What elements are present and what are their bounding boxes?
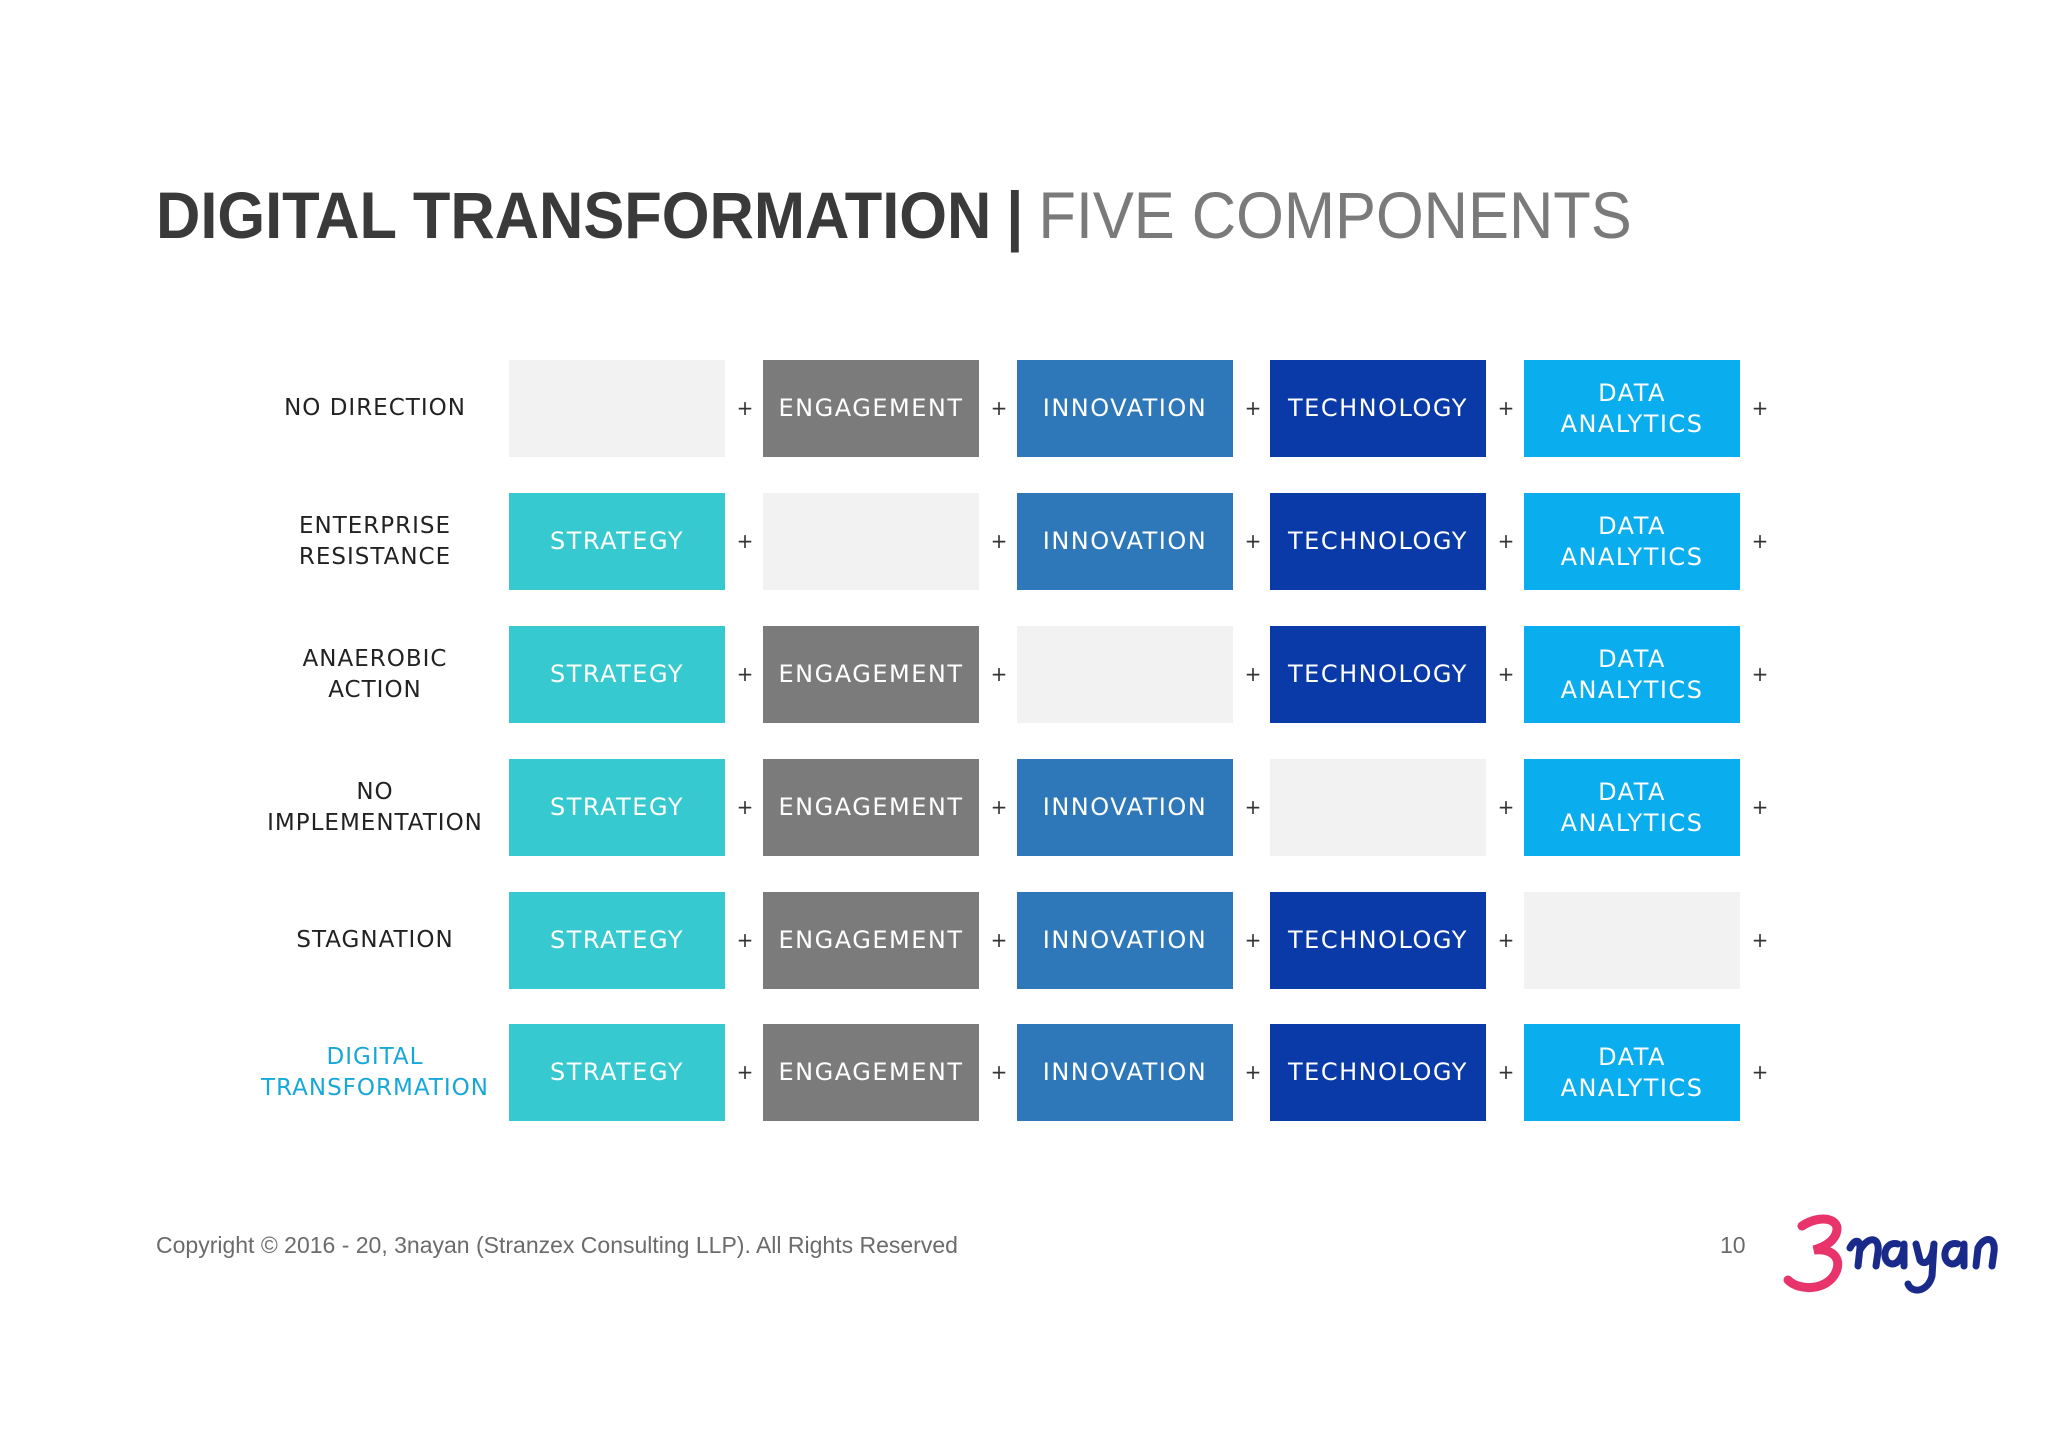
engagement-box: ENGAGEMENT — [763, 1024, 979, 1121]
title-subtitle: FIVE COMPONENTS — [1038, 178, 1632, 252]
page-number: 10 — [1720, 1232, 1746, 1258]
plus-sign: + — [990, 1060, 1008, 1084]
innovation-box: INNOVATION — [1017, 1024, 1233, 1121]
title-main: DIGITAL TRANSFORMATION — [156, 178, 992, 252]
empty-component-box — [763, 493, 979, 590]
empty-component-box — [1017, 626, 1233, 723]
plus-sign: + — [1244, 529, 1262, 553]
row-label: ENTERPRISE RESISTANCE — [298, 512, 452, 570]
strategy-box: STRATEGY — [509, 1024, 725, 1121]
engagement-box: ENGAGEMENT — [763, 626, 979, 723]
plus-sign: + — [990, 529, 1008, 553]
innovation-box: INNOVATION — [1017, 759, 1233, 856]
brand-logo — [1783, 1214, 1998, 1294]
plus-sign: + — [990, 662, 1008, 686]
data-analytics-box: DATA ANALYTICS — [1524, 626, 1740, 723]
slide-title: DIGITAL TRANSFORMATION|FIVE COMPONENTS — [156, 172, 1632, 258]
data-analytics-box: DATA ANALYTICS — [1524, 759, 1740, 856]
technology-box: TECHNOLOGY — [1270, 626, 1486, 723]
plus-sign: + — [1244, 662, 1262, 686]
row-label: STAGNATION — [296, 927, 454, 953]
strategy-box: STRATEGY — [509, 626, 725, 723]
plus-sign: + — [736, 396, 754, 420]
engagement-box: ENGAGEMENT — [763, 759, 979, 856]
plus-sign: + — [1751, 662, 1769, 686]
row-label: ANAEROBIC ACTION — [302, 645, 448, 703]
strategy-box: STRATEGY — [509, 493, 725, 590]
plus-sign: + — [1244, 396, 1262, 420]
plus-sign: + — [1751, 1060, 1769, 1084]
innovation-box: INNOVATION — [1017, 892, 1233, 989]
technology-box: TECHNOLOGY — [1270, 493, 1486, 590]
empty-component-box — [1524, 892, 1740, 989]
plus-sign: + — [1751, 928, 1769, 952]
technology-box: TECHNOLOGY — [1270, 360, 1486, 457]
row-label: NO DIRECTION — [284, 395, 466, 421]
plus-sign: + — [1497, 928, 1515, 952]
plus-sign: + — [990, 928, 1008, 952]
row-label: NO IMPLEMENTATION — [267, 778, 483, 836]
plus-sign: + — [1497, 396, 1515, 420]
plus-sign: + — [1497, 662, 1515, 686]
copyright-text: Copyright © 2016 - 20, 3nayan (Stranzex … — [156, 1232, 958, 1258]
plus-sign: + — [736, 662, 754, 686]
plus-sign: + — [1244, 928, 1262, 952]
empty-component-box — [1270, 759, 1486, 856]
plus-sign: + — [1497, 529, 1515, 553]
plus-sign: + — [1244, 795, 1262, 819]
plus-sign: + — [990, 396, 1008, 420]
plus-sign: + — [736, 795, 754, 819]
plus-sign: + — [736, 928, 754, 952]
strategy-box: STRATEGY — [509, 759, 725, 856]
empty-component-box — [509, 360, 725, 457]
strategy-box: STRATEGY — [509, 892, 725, 989]
plus-sign: + — [1244, 1060, 1262, 1084]
plus-sign: + — [1497, 1060, 1515, 1084]
innovation-box: INNOVATION — [1017, 360, 1233, 457]
engagement-box: ENGAGEMENT — [763, 892, 979, 989]
data-analytics-box: DATA ANALYTICS — [1524, 360, 1740, 457]
row-label: DIGITAL TRANSFORMATION — [261, 1043, 489, 1101]
technology-box: TECHNOLOGY — [1270, 892, 1486, 989]
title-separator: | — [1006, 178, 1024, 252]
data-analytics-box: DATA ANALYTICS — [1524, 493, 1740, 590]
plus-sign: + — [1497, 795, 1515, 819]
plus-sign: + — [736, 529, 754, 553]
data-analytics-box: DATA ANALYTICS — [1524, 1024, 1740, 1121]
innovation-box: INNOVATION — [1017, 493, 1233, 590]
plus-sign: + — [1751, 795, 1769, 819]
technology-box: TECHNOLOGY — [1270, 1024, 1486, 1121]
engagement-box: ENGAGEMENT — [763, 360, 979, 457]
plus-sign: + — [1751, 396, 1769, 420]
plus-sign: + — [1751, 529, 1769, 553]
plus-sign: + — [990, 795, 1008, 819]
plus-sign: + — [736, 1060, 754, 1084]
